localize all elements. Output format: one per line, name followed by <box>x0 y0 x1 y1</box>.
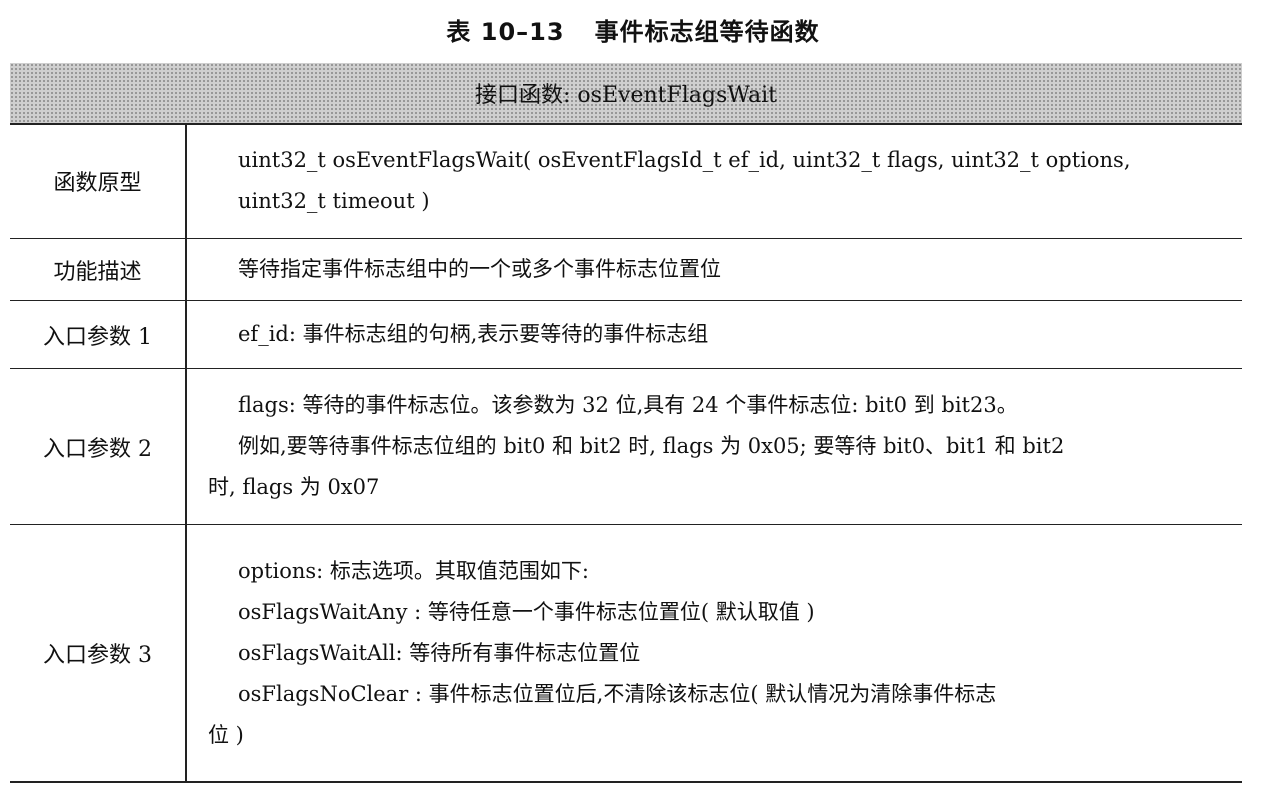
row-rule <box>10 524 1242 525</box>
row-rule <box>10 300 1242 301</box>
row-label: 入口参数 2 <box>43 436 152 462</box>
row-label: 功能描述 <box>53 259 142 285</box>
row-content: ef_id: 事件标志组的句柄,表示要等待的事件标志组 <box>200 301 1228 368</box>
header-rule <box>10 123 1242 125</box>
row-label: 入口参数 1 <box>43 324 152 350</box>
content-line: 等待指定事件标志组中的一个或多个事件标志位置位 <box>238 257 721 281</box>
table-caption: 表 10–13 事件标志组等待函数 <box>0 12 1266 47</box>
content-line: ef_id: 事件标志组的句柄,表示要等待的事件标志组 <box>238 322 709 346</box>
content-line: osFlagsNoClear : 事件标志位置位后,不清除该标志位( 默认情况为… <box>238 681 997 706</box>
content-line: uint32_t osEventFlagsWait( osEventFlagsI… <box>238 148 1131 172</box>
content-line: flags: 等待的事件标志位。该参数为 32 位,具有 24 个事件标志位: … <box>238 393 1018 417</box>
content-line: 例如,要等待事件标志位组的 bit0 和 bit2 时, flags 为 0x0… <box>238 434 1065 458</box>
content-line: osFlagsWaitAny : 等待任意一个事件标志位置位( 默认取值 ) <box>238 599 815 624</box>
table-row-prototype: 函数原型 uint32_t osEventFlagsWait( osEventF… <box>10 124 1242 238</box>
row-content: flags: 等待的事件标志位。该参数为 32 位,具有 24 个事件标志位: … <box>200 369 1228 524</box>
row-content: options: 标志选项。其取值范围如下: osFlagsWaitAny : … <box>200 525 1228 781</box>
content-line: uint32_t timeout ) <box>238 189 430 213</box>
table-number: 表 10–13 <box>446 18 565 46</box>
row-label: 入口参数 3 <box>43 643 152 668</box>
column-divider <box>185 123 187 781</box>
table-row-param-3: 入口参数 3 options: 标志选项。其取值范围如下: osFlagsWai… <box>10 525 1242 781</box>
table-header-text: 接口函数: osEventFlagsWait <box>475 83 777 108</box>
content-line: 位 ) <box>208 722 244 747</box>
table-bottom-rule <box>10 781 1242 783</box>
row-rule <box>10 368 1242 369</box>
row-label: 函数原型 <box>53 171 142 196</box>
content-line: options: 标志选项。其取值范围如下: <box>238 558 590 583</box>
row-content: uint32_t osEventFlagsWait( osEventFlagsI… <box>200 124 1228 238</box>
table-header: 接口函数: osEventFlagsWait <box>10 63 1242 123</box>
table-row-description: 功能描述 等待指定事件标志组中的一个或多个事件标志位置位 <box>10 239 1242 300</box>
row-content: 等待指定事件标志组中的一个或多个事件标志位置位 <box>200 239 1228 300</box>
table-row-param-1: 入口参数 1 ef_id: 事件标志组的句柄,表示要等待的事件标志组 <box>10 301 1242 368</box>
row-rule <box>10 238 1242 239</box>
table-title: 事件标志组等待函数 <box>594 18 820 46</box>
content-line: osFlagsWaitAll: 等待所有事件标志位置位 <box>238 640 641 665</box>
table-row-param-2: 入口参数 2 flags: 等待的事件标志位。该参数为 32 位,具有 24 个… <box>10 369 1242 524</box>
content-line: 时, flags 为 0x07 <box>208 475 380 499</box>
